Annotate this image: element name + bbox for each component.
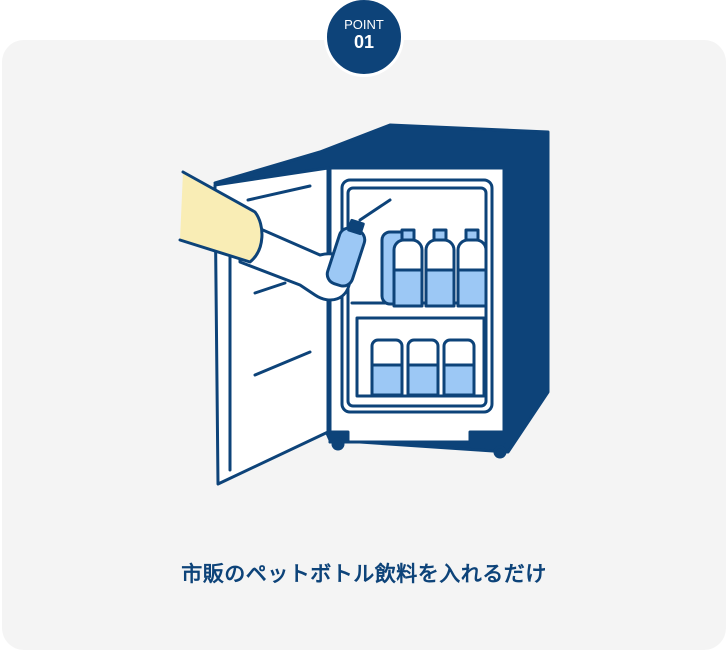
- bottle-cap: [400, 228, 416, 242]
- bottle-water: [424, 268, 456, 308]
- bottle-water: [406, 363, 440, 397]
- upper-bottles: [380, 228, 488, 308]
- door-pocket-line: [253, 350, 312, 377]
- door-pocket-line: [253, 281, 287, 295]
- fridge-highlight: [358, 198, 392, 222]
- bottle-cap: [464, 228, 480, 242]
- badge-label: POINT: [344, 17, 384, 32]
- lower-bottles: [370, 338, 476, 397]
- fridge-foot: [331, 437, 345, 451]
- fridge-base-right: [468, 430, 506, 444]
- bottle-water: [456, 268, 488, 308]
- bottle-water: [392, 268, 424, 308]
- held-bottle-cap: [347, 218, 365, 236]
- feature-caption: 市販のペットボトル飲料を入れるだけ: [181, 562, 547, 586]
- bottle-cap: [432, 228, 448, 242]
- sleeve: [178, 170, 264, 264]
- point-badge: POINT 01: [324, 0, 404, 77]
- bottle-water: [370, 363, 404, 397]
- badge-number: 01: [353, 32, 375, 52]
- door-pocket-line: [246, 184, 312, 202]
- bottle-water: [442, 363, 476, 397]
- fridge-foot: [493, 445, 507, 459]
